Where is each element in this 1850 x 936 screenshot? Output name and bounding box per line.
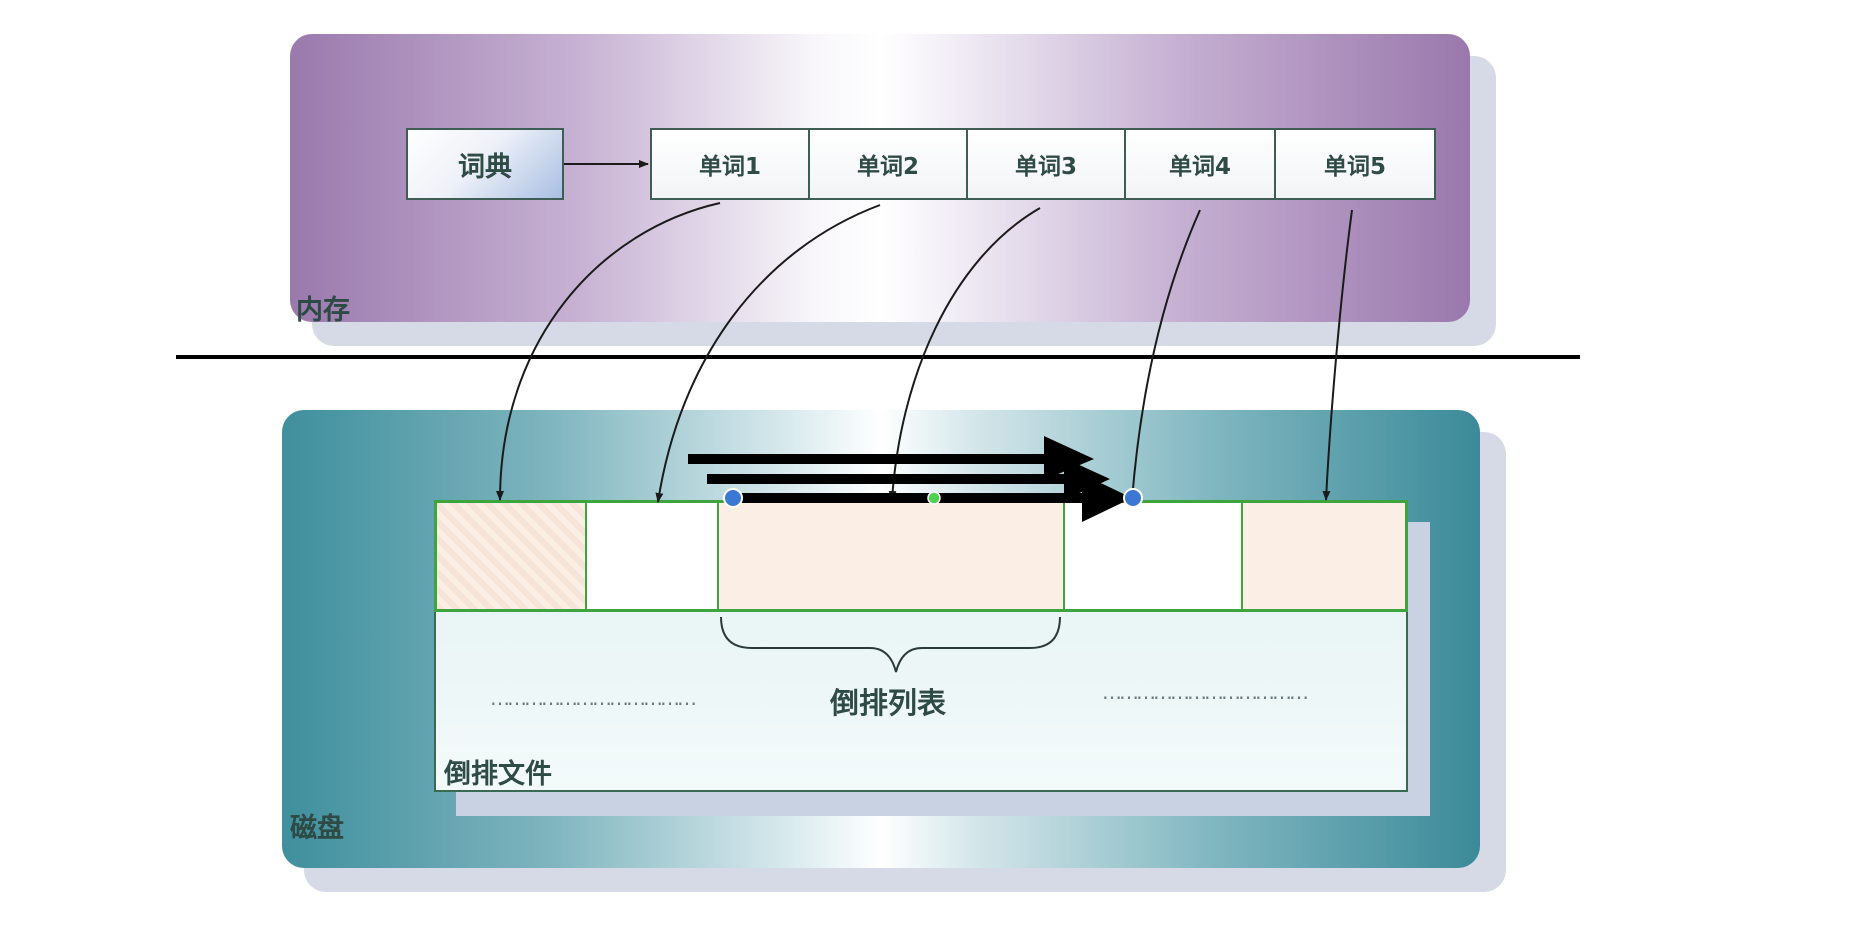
inverted-file-label: 倒排文件 — [444, 759, 552, 790]
word-cell-4[interactable]: 单词4 — [1124, 128, 1276, 200]
word-cell-3[interactable]: 单词3 — [966, 128, 1126, 200]
posting-cell-3[interactable] — [719, 502, 1065, 612]
thick-arrow-3[interactable] — [733, 474, 1132, 522]
word3-pointer-arrow — [888, 207, 1041, 501]
word-cell-2[interactable]: 单词2 — [808, 128, 968, 200]
disk-label: 磁盘 — [290, 813, 344, 844]
ellipsis-left: ……………………………… — [490, 686, 697, 710]
posting-cell-1[interactable] — [437, 502, 587, 612]
dictionary-box[interactable]: 词典 — [406, 128, 564, 200]
posting-cell-5[interactable] — [1243, 502, 1405, 612]
thick-arrow-1[interactable] — [688, 436, 1094, 480]
end-handle[interactable] — [1123, 488, 1143, 508]
word5-pointer-arrow — [1322, 209, 1353, 501]
word4-pointer-arrow — [1128, 209, 1201, 501]
midpoint-handle[interactable] — [927, 491, 941, 505]
word2-pointer-arrow — [655, 204, 881, 503]
ellipsis-right: ……………………………… — [1102, 680, 1309, 704]
word1-pointer-arrow — [496, 202, 721, 501]
word-cell-1[interactable]: 单词1 — [650, 128, 810, 200]
posting-cell-2[interactable] — [587, 502, 719, 612]
inverted-list-label: 倒排列表 — [830, 686, 947, 720]
start-handle[interactable] — [723, 488, 743, 508]
word-cell-5[interactable]: 单词5 — [1274, 128, 1436, 200]
inverted-list-brace — [720, 616, 1061, 673]
memory-label: 内存 — [296, 295, 350, 326]
posting-cell-4[interactable] — [1065, 502, 1243, 612]
